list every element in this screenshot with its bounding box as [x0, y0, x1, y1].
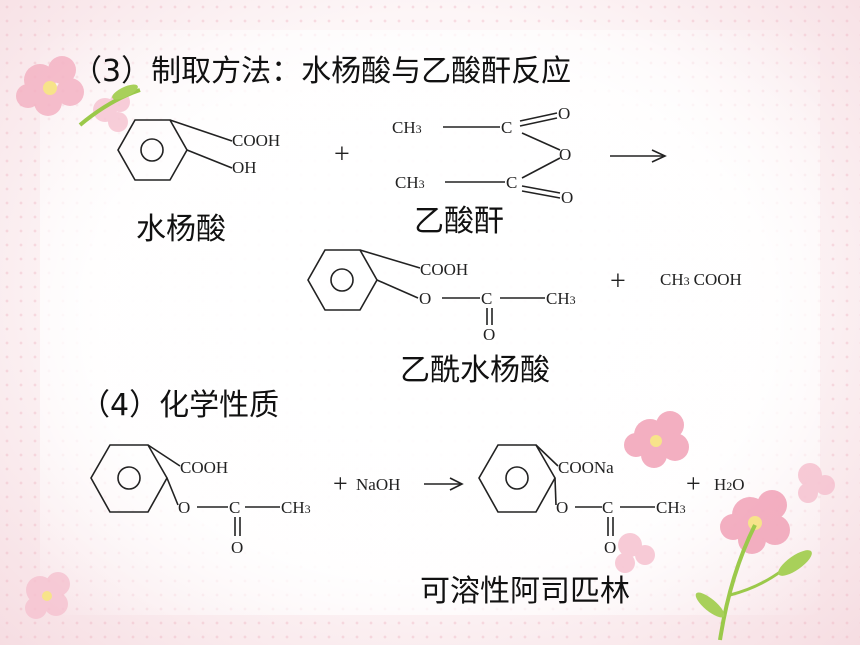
formula-o-carbonyl: O	[483, 325, 495, 344]
formula-naoh: NaOH	[356, 475, 400, 494]
formula-o-ester: O	[419, 289, 431, 308]
formula-c-ester-3: C	[602, 498, 613, 517]
property-heading: （4）化学性质	[80, 388, 280, 423]
formula-ch3-ester-2: CH3	[281, 498, 311, 517]
label-acetylsalicylic-acid: 乙酰水杨酸	[400, 353, 550, 388]
formula-o-bridge: O	[559, 145, 571, 164]
label-soluble-aspirin: 可溶性阿司匹林	[420, 574, 630, 609]
benzene-ring-product	[478, 444, 556, 513]
content-area	[40, 30, 820, 615]
method-heading: （3）制取方法：水杨酸与乙酸酐反应	[72, 54, 572, 89]
formula-o-bottom: O	[561, 188, 573, 207]
formula-o-carbonyl-3: O	[604, 538, 616, 557]
benzene-ring-aspirin	[307, 249, 378, 311]
formula-ch3-bottom: CH3	[395, 173, 425, 192]
formula-ch3-top: CH3	[392, 118, 422, 137]
formula-oh: OH	[232, 158, 257, 177]
formula-c-bottom: C	[506, 173, 517, 192]
label-acetic-anhydride: 乙酸酐	[414, 204, 504, 239]
formula-o-top: O	[558, 104, 570, 123]
plus-4: +	[686, 469, 701, 498]
formula-c-ester: C	[481, 289, 492, 308]
plus-3: +	[333, 469, 348, 498]
formula-o-carbonyl-2: O	[231, 538, 243, 557]
formula-cooh-1: COOH	[232, 131, 280, 150]
plus-1: +	[334, 139, 350, 170]
flower-top-left	[16, 56, 141, 132]
formula-water: H2O	[714, 475, 745, 494]
benzene-ring-salicylic	[117, 119, 188, 181]
flower-bottom-left	[25, 572, 70, 619]
formula-o-ester-2: O	[178, 498, 190, 517]
label-salicylic-acid: 水杨酸	[136, 212, 226, 247]
benzene-ring-aspirin-2	[90, 444, 168, 513]
formula-c-ester-2: C	[229, 498, 240, 517]
formula-cooh-3: COOH	[180, 458, 228, 477]
formula-ch3-ester-3: CH3	[656, 498, 686, 517]
flower-bottom-right	[615, 411, 835, 641]
formula-cooh-2: COOH	[420, 260, 468, 279]
formula-c-top: C	[501, 118, 512, 137]
formula-coona: COONa	[558, 458, 614, 477]
formula-ch3-ester: CH3	[546, 289, 576, 308]
formula-o-ester-3: O	[556, 498, 568, 517]
plus-2: +	[610, 266, 626, 297]
